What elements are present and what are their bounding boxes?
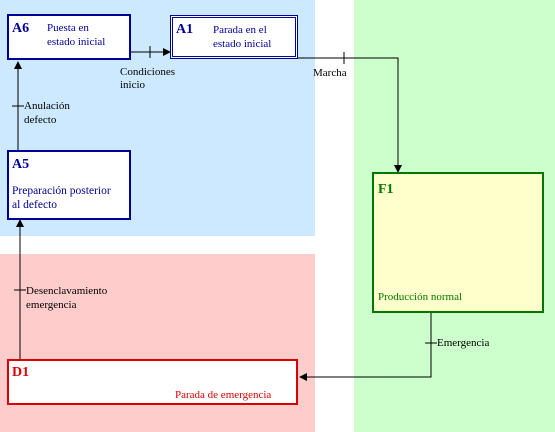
step-f1-code: F1 <box>378 182 394 197</box>
step-a5-label-2: al defecto <box>12 199 58 211</box>
transition-a6-a1-label-1: Condiciones <box>120 66 175 78</box>
transition-a5-a6-label-2: defecto <box>24 114 57 126</box>
transition-f1-d1-label: Emergencia <box>437 337 490 349</box>
transition-a1-f1-label: Marcha <box>313 67 347 79</box>
step-a1-label-2: estado inicial <box>213 38 272 50</box>
step-a1[interactable]: A1 Parada en el estado inicial <box>170 15 298 59</box>
step-d1[interactable]: D1 Parada de emergencia <box>7 359 298 405</box>
transition-a6-a1-label-2: inicio <box>120 79 146 91</box>
step-a6-code: A6 <box>12 21 30 36</box>
arrow-f1-d1 <box>299 313 432 381</box>
step-f1[interactable]: F1 Producción normal <box>372 172 544 313</box>
step-a5[interactable]: A5 Preparación posterior al defecto <box>7 150 131 220</box>
step-a5-code: A5 <box>12 157 30 172</box>
transition-d1-a5-label-2: emergencia <box>26 299 77 311</box>
step-a6-label-1: Puesta en <box>47 22 89 34</box>
step-a1-label-1: Parada en el <box>213 24 267 36</box>
step-a5-label-1: Preparación posterior <box>12 185 111 197</box>
step-d1-label: Parada de emergencia <box>175 389 272 401</box>
step-d1-code: D1 <box>12 365 30 380</box>
step-a1-code: A1 <box>176 22 194 37</box>
step-a6[interactable]: A6 Puesta en estado inicial <box>7 14 131 60</box>
arrow-a1-f1 <box>298 57 402 173</box>
transition-d1-a5-label-1: Desenclavamiento <box>26 285 108 297</box>
step-f1-label: Producción normal <box>378 291 463 303</box>
step-a6-label-2: estado inicial <box>47 36 106 48</box>
transition-a5-a6-label-1: Anulación <box>24 100 70 112</box>
